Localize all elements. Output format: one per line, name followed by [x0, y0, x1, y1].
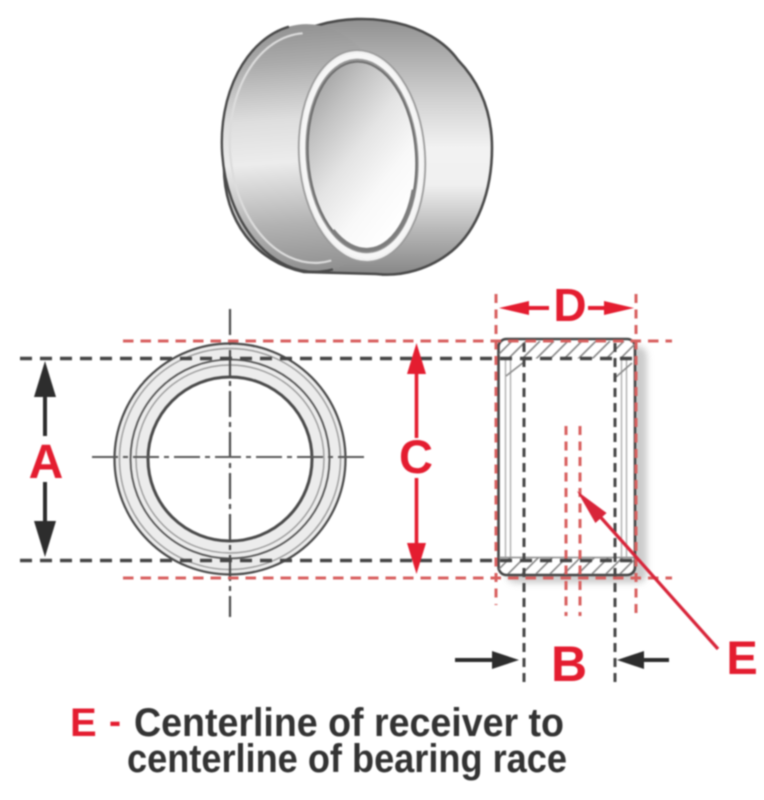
svg-text:-: -: [109, 700, 121, 741]
svg-text:E: E: [726, 631, 757, 684]
svg-text:Centerline of receiver to: Centerline of receiver to: [134, 701, 564, 745]
svg-text:centerline of bearing race: centerline of bearing race: [127, 737, 567, 781]
svg-text:A: A: [29, 436, 64, 489]
svg-text:B: B: [551, 636, 587, 692]
svg-text:E: E: [70, 701, 97, 745]
svg-text:C: C: [399, 430, 433, 483]
svg-text:D: D: [553, 279, 586, 331]
